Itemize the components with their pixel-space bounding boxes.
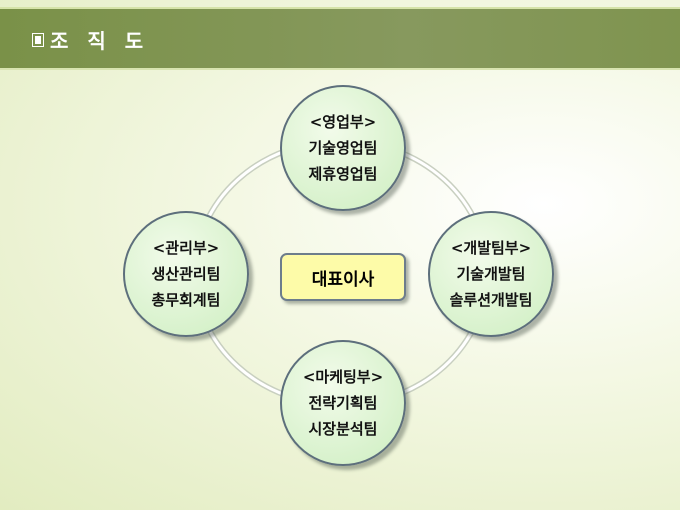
team: 총무회계팀	[151, 291, 221, 309]
dept-name: <영업부>	[309, 113, 377, 131]
header-band	[0, 7, 680, 70]
dept-name: <관리부>	[152, 239, 220, 257]
team: 전략기획팀	[308, 394, 378, 412]
ceo-label: 대표이사	[311, 269, 375, 290]
team: 솔루션개발팀	[449, 291, 533, 309]
team: 기술영업팀	[308, 139, 378, 157]
team: 제휴영업팀	[308, 165, 378, 183]
team: 시장분석팀	[308, 420, 378, 438]
dept-name: <개발팀부>	[450, 239, 532, 257]
ceo-box[interactable]: 대표이사	[280, 253, 406, 301]
team: 기술개발팀	[456, 265, 526, 283]
title-text: 조 직 도	[50, 29, 150, 53]
dept-dev[interactable]: <개발팀부> 기술개발팀 솔루션개발팀	[428, 211, 554, 337]
dept-name: <마케팅부>	[302, 368, 384, 386]
page-title: 조 직 도	[32, 25, 149, 54]
dept-marketing[interactable]: <마케팅부> 전략기획팀 시장분석팀	[280, 340, 406, 466]
team: 생산관리팀	[151, 265, 221, 283]
dept-admin[interactable]: <관리부> 생산관리팀 총무회계팀	[123, 211, 249, 337]
square-bullet-icon	[32, 32, 44, 47]
dept-sales[interactable]: <영업부> 기술영업팀 제휴영업팀	[280, 85, 406, 211]
